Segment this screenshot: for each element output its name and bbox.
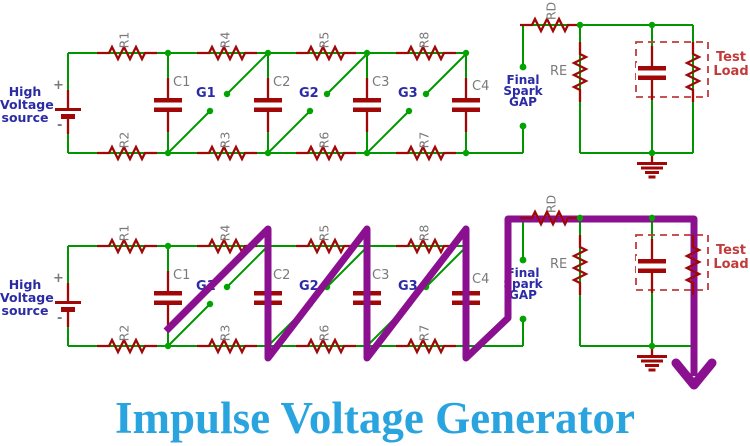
battery-minus-sign-2: - [57, 311, 63, 326]
battery-plus-sign: + [53, 78, 64, 93]
label-r3-2: R3 [217, 324, 233, 342]
label-g2-2: G2 [299, 279, 319, 294]
label-r3: R3 [217, 131, 233, 149]
high-voltage-source-label-2: High Voltage source [0, 277, 54, 319]
label-c1-2: C1 [173, 268, 191, 283]
label-g3-2: G3 [398, 279, 418, 294]
label-r5: R5 [316, 31, 332, 49]
label-g1-2: G1 [196, 279, 216, 294]
final-spark-gap-label: Final Spark GAP [503, 73, 543, 110]
label-c2: C2 [273, 75, 291, 90]
label-r5-2: R5 [316, 224, 332, 242]
label-c1: C1 [173, 75, 191, 90]
label-r1: R1 [116, 31, 132, 49]
battery-plus-sign-2: + [53, 271, 64, 286]
label-c3-2: C3 [372, 268, 390, 283]
label-r7-2: R7 [416, 324, 432, 342]
test-load-label: Test Load [713, 50, 749, 79]
label-c4-2: C4 [472, 272, 490, 287]
final-spark-gap-label-2: Final Spark GAP [503, 266, 543, 303]
label-r8: R8 [416, 31, 432, 49]
test-load-label-2: Test Load [713, 243, 749, 272]
battery-minus-sign: - [57, 118, 63, 133]
label-r4: R4 [217, 31, 233, 49]
label-c4: C4 [472, 79, 490, 94]
label-r2-2: R2 [116, 324, 132, 342]
label-g2: G2 [299, 86, 319, 101]
label-r7: R7 [416, 131, 432, 149]
label-re: RE [550, 64, 568, 79]
label-r4-2: R4 [217, 224, 233, 242]
label-r1-2: R1 [116, 224, 132, 242]
label-c2-2: C2 [273, 268, 291, 283]
label-c3: C3 [372, 75, 390, 90]
label-r2: R2 [116, 131, 132, 149]
label-r8-2: R8 [416, 224, 432, 242]
label-g3: G3 [398, 86, 418, 101]
label-g1: G1 [196, 86, 216, 101]
high-voltage-source-label: High Voltage source [0, 84, 54, 126]
figure-title: Impulse Voltage Generator [115, 393, 635, 443]
label-rd: RD [543, 1, 559, 21]
label-r6-2: R6 [316, 324, 332, 342]
label-rd-2: RD [543, 194, 559, 214]
label-r6: R6 [316, 131, 332, 149]
